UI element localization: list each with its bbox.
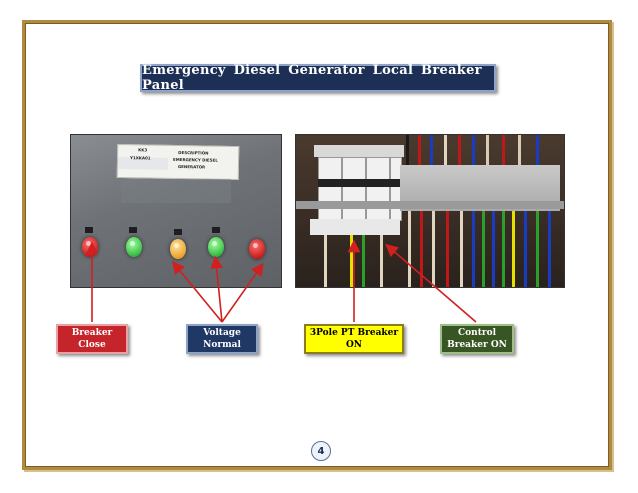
panel-tape (121, 179, 231, 203)
wire (548, 211, 551, 287)
wire (446, 211, 449, 287)
wire (418, 135, 421, 165)
breaker-pole (318, 157, 342, 221)
wire (324, 235, 327, 287)
wire (536, 135, 539, 165)
wire (350, 235, 353, 287)
lamp-cap (85, 227, 93, 233)
slide-title-text: Emergency Diesel Generator Local Breaker… (142, 63, 482, 93)
page-number: 4 (317, 445, 325, 457)
din-rail (296, 201, 564, 209)
breaker-bottom-rail (310, 219, 400, 235)
label-line: Normal (203, 340, 241, 350)
wire (362, 235, 365, 287)
wire (518, 135, 521, 165)
wire (492, 211, 495, 287)
wire (482, 211, 485, 287)
wire (512, 211, 515, 287)
label-control-breaker-on: Control Breaker ON (440, 324, 514, 354)
lamp-cap (174, 229, 182, 235)
green-lamp-icon (208, 237, 224, 257)
wire (502, 211, 505, 287)
wire (430, 135, 433, 165)
wire (432, 211, 435, 287)
label-line: Control (457, 328, 497, 338)
label-voltage-normal: Voltage Normal (186, 324, 258, 354)
label-line: 3Pole PT Breaker (309, 328, 399, 338)
red-lamp-icon (249, 239, 265, 259)
arrow-voltage-red (221, 262, 264, 323)
arrow-voltage-green (210, 255, 224, 323)
wire (408, 211, 411, 287)
label-line: Close (78, 340, 106, 350)
wire (420, 211, 423, 287)
wire (524, 211, 527, 287)
arrow-voltage-amber (171, 261, 223, 323)
wire (502, 135, 505, 165)
label-line: Voltage (203, 328, 241, 338)
wire (460, 211, 463, 287)
wire (472, 135, 475, 165)
label-line: Breaker (71, 328, 113, 338)
breaker-pole (366, 157, 390, 221)
amber-lamp-icon (170, 239, 186, 259)
label-pt-breaker-on: 3Pole PT Breaker ON (304, 324, 404, 354)
wire (444, 135, 447, 165)
lamp-cap (212, 227, 220, 233)
lamp-cap (129, 227, 137, 233)
breaker-handle-bar (318, 179, 400, 187)
wire (406, 135, 409, 165)
breaker-top-rail (314, 145, 404, 157)
green-lamp-icon (126, 237, 142, 257)
label-breaker-close: Breaker Close (56, 324, 128, 354)
label-line: ON (345, 340, 363, 350)
wire (458, 135, 461, 165)
label-line: Breaker ON (447, 340, 507, 350)
wire (472, 211, 475, 287)
wire (486, 135, 489, 165)
wire (380, 235, 383, 287)
slide-title: Emergency Diesel Generator Local Breaker… (140, 63, 496, 93)
arrow-control-breaker (385, 243, 477, 323)
wire (536, 211, 539, 287)
page-number-badge: 4 (311, 441, 331, 461)
breaker-panel-photo (295, 134, 565, 288)
